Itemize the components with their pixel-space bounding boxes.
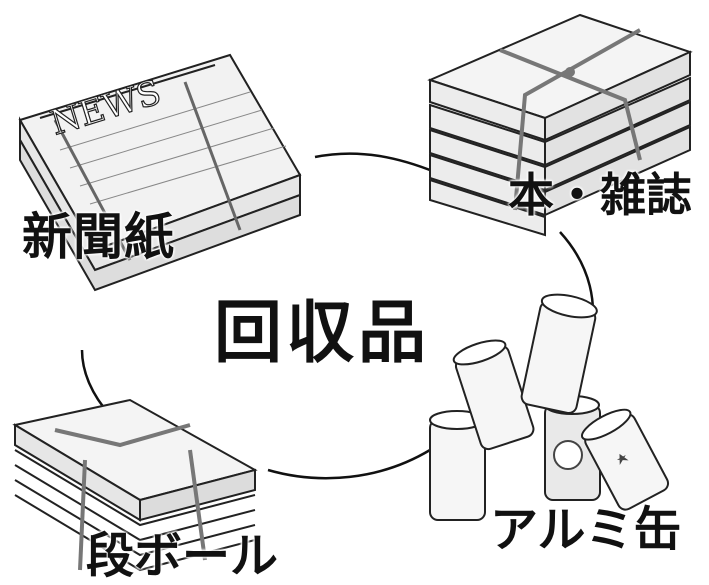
aluminum-cans-illustration bbox=[429, 293, 670, 521]
newspaper-label: 新聞紙 bbox=[22, 208, 175, 266]
newspaper-bundle-illustration: NEWS bbox=[18, 53, 302, 292]
books-stack-illustration bbox=[427, 13, 693, 237]
cardboard-bundle-illustration bbox=[12, 398, 258, 572]
center-title: 回収品 bbox=[214, 294, 431, 373]
cardboard-label: 段ボール bbox=[86, 528, 279, 584]
arc-newspaper-to-books bbox=[314, 152, 436, 174]
aluminum-cans-label: アルミ缶 bbox=[490, 502, 682, 558]
arc-cans-to-cardboard bbox=[267, 448, 431, 480]
books-magazines-label: 本・雑誌 bbox=[508, 168, 692, 222]
